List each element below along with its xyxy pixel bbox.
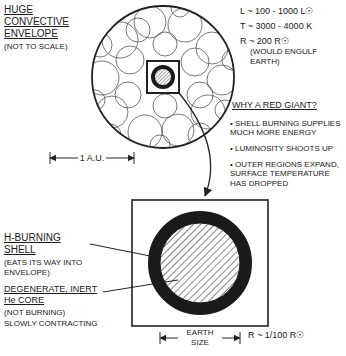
property-label: T ~ 3000 - 4000 K: [240, 21, 344, 32]
part-label: H-BURNING SHELL: [4, 232, 86, 256]
dimension-label: EARTH SIZE: [178, 328, 222, 347]
dimension-tick: [240, 332, 241, 344]
heading-label: WHY A RED GIANT?: [232, 100, 344, 111]
note-label: (EATS ITS WAY INTO ENVELOPE): [4, 258, 86, 277]
property-label: R ~ 200 R☉: [240, 36, 344, 47]
dimension-label: 1 A.U.: [78, 153, 107, 164]
leader-line: [103, 280, 178, 292]
leader-line: [90, 244, 150, 256]
note-label: (NOT TO SCALE): [4, 42, 84, 52]
part-label: DEGENERATE, INERT He CORE: [4, 284, 99, 306]
bullet-text: • SHELL BURNING SUPPLIES MUCH MORE ENERG…: [230, 119, 342, 138]
property-label: L ~ 100 - 1000 L☉: [240, 6, 344, 17]
mini-shell: [153, 67, 173, 87]
dimension-tick: [160, 332, 161, 344]
bullet-text: • LUMINOSITY SHOOTS UP: [230, 144, 342, 154]
zoom-box: [132, 200, 268, 326]
note-label: SLOWLY CONTRACTING: [4, 319, 99, 329]
note-label: (NOT BURNING): [4, 308, 99, 318]
heading-label: HUGE CONVECTIVE ENVELOPE: [4, 4, 74, 40]
zoom-square: [147, 61, 179, 93]
value-label: R ~ 1/100 R☉: [248, 330, 344, 341]
note-label: (WOULD ENGULF EARTH): [250, 47, 330, 66]
core-edge: [160, 223, 240, 303]
convective-cells: [85, 0, 242, 155]
dimension-tick: [50, 152, 51, 164]
dimension-tick: [134, 152, 135, 164]
star-envelope: [92, 6, 234, 148]
mini-core: [155, 69, 171, 85]
burning-shell: [154, 217, 246, 309]
bullet-text: • OUTER REGIONS EXPAND, SURFACE TEMPERAT…: [230, 160, 342, 189]
zoom-arrow: [179, 93, 211, 196]
helium-core: [160, 223, 240, 303]
